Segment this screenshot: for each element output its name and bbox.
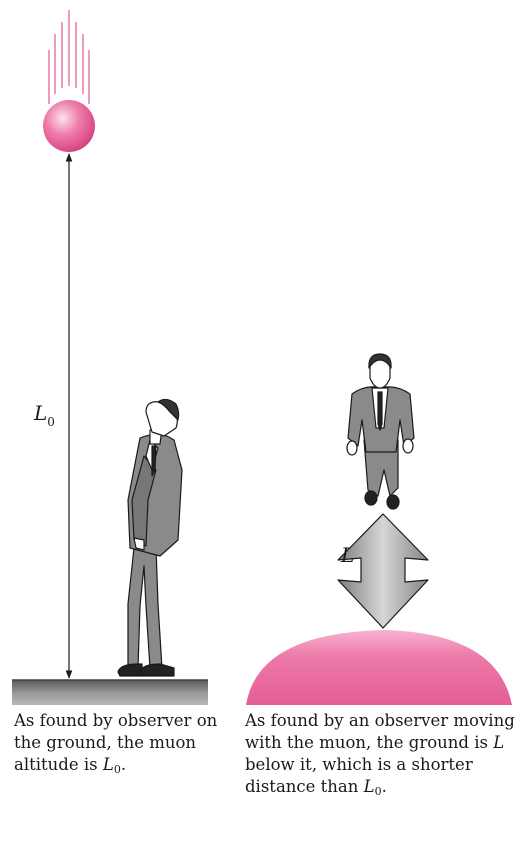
muon-sphere — [43, 100, 95, 152]
earth-dome — [246, 630, 512, 705]
altitude-label-l0: L0 — [33, 401, 55, 429]
ground-observer — [118, 399, 182, 676]
ground-slab — [12, 680, 208, 705]
caption-muon-observer: As found by an observer moving with the … — [245, 710, 525, 798]
muon-frame-observer — [347, 354, 414, 509]
muon-diagram: L0 — [0, 0, 528, 705]
caption-ground-observer: As found by observer on the ground, the … — [14, 710, 234, 776]
muon-streaks — [49, 10, 89, 104]
distance-arrow — [338, 514, 428, 628]
distance-label-l: L — [340, 543, 354, 567]
